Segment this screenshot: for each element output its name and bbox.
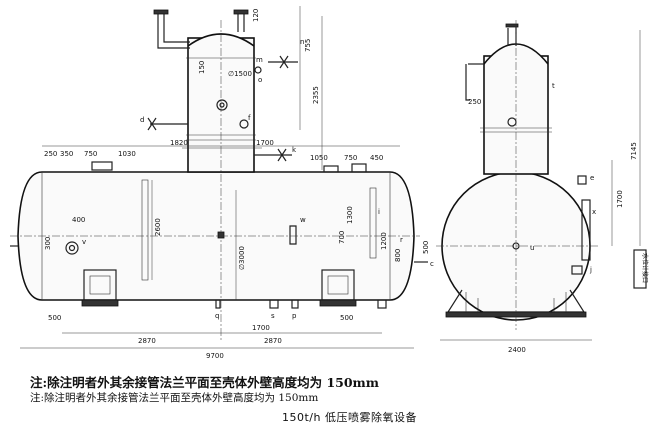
dim-1050: 1050: [310, 154, 328, 162]
dim-1500: ∅1500: [228, 70, 252, 78]
label-o: o: [258, 76, 262, 84]
saddle-right: [319, 269, 357, 307]
dim-3000: ∅3000: [238, 246, 246, 270]
dim-1700-bot: 1700: [252, 324, 270, 332]
manhole-front: [65, 241, 79, 255]
side-view: [436, 20, 647, 341]
dim-2870-a: 2870: [138, 337, 156, 345]
label-m: m: [256, 56, 263, 64]
dim-250-side: 250: [468, 98, 481, 106]
dim-7145: 7145: [630, 142, 638, 160]
label-f: f: [248, 114, 251, 122]
dim-350: 350: [60, 150, 73, 158]
dim-500-b: 500: [48, 314, 61, 322]
dim-500-a: 500: [422, 241, 430, 254]
dim-250-a: 250: [44, 150, 57, 158]
note-primary: 注:除注明者外其余接管法兰平面至壳体外壁高度均为 150mm: [30, 375, 380, 390]
dim-150: 150: [198, 61, 206, 74]
label-c: c: [430, 260, 434, 268]
label-i: i: [378, 208, 380, 216]
dim-500-c: 500: [340, 314, 353, 322]
valve-n: [279, 55, 289, 69]
label-q: q: [215, 312, 219, 320]
level-gauge-box: [633, 249, 647, 289]
label-j: j: [589, 266, 592, 274]
valve-k: [277, 148, 287, 162]
dim-1700-top: 1700: [256, 139, 274, 147]
dim-700: 700: [338, 231, 346, 244]
dim-1030: 1030: [118, 150, 136, 158]
dim-800: 800: [394, 249, 402, 262]
level-gauge-label: 水位计接口: [641, 253, 649, 283]
dim-750-b: 750: [344, 154, 357, 162]
label-u: u: [530, 244, 534, 252]
dim-1300: 1300: [346, 206, 354, 224]
label-d: d: [140, 116, 144, 124]
dim-1700-side: 1700: [616, 190, 624, 208]
label-r: r: [400, 236, 403, 244]
column-manhole: [216, 99, 228, 111]
dim-2400: 2400: [508, 346, 526, 354]
dim-2355: 2355: [312, 86, 320, 104]
label-n: n: [300, 38, 304, 46]
dim-750-a: 750: [84, 150, 97, 158]
vent-pipe-left: [157, 14, 190, 49]
dim-1200: 1200: [380, 232, 388, 250]
drawing-caption: 150t/h 低压喷雾除氧设备: [282, 411, 417, 424]
dim-2600: 2600: [154, 218, 162, 236]
label-k: k: [292, 146, 297, 154]
label-s: s: [271, 312, 275, 320]
saddle-left: [81, 269, 119, 307]
dim-755: 755: [304, 39, 312, 52]
dim-450: 450: [370, 154, 383, 162]
dim-9700: 9700: [206, 352, 224, 360]
label-p: p: [292, 312, 297, 320]
dim-400: 400: [72, 216, 85, 224]
label-v: v: [82, 238, 86, 246]
label-x: x: [592, 208, 596, 216]
label-t: t: [552, 82, 555, 90]
dim-1820: 1820: [170, 139, 188, 147]
front-view: [10, 6, 428, 349]
note-secondary: 注:除注明者外其余接管法兰平面至壳体外壁高度均为 150mm: [30, 392, 319, 404]
dim-300: 300: [44, 237, 52, 250]
deaerator-drawing: 120 755 150 ∅1500 2355 1820 1700 250 350…: [10, 6, 649, 360]
dim-120: 120: [252, 9, 260, 22]
dim-2870-b: 2870: [264, 337, 282, 345]
valve-d: [147, 117, 157, 131]
label-e: e: [590, 174, 594, 182]
label-w: w: [300, 216, 306, 224]
